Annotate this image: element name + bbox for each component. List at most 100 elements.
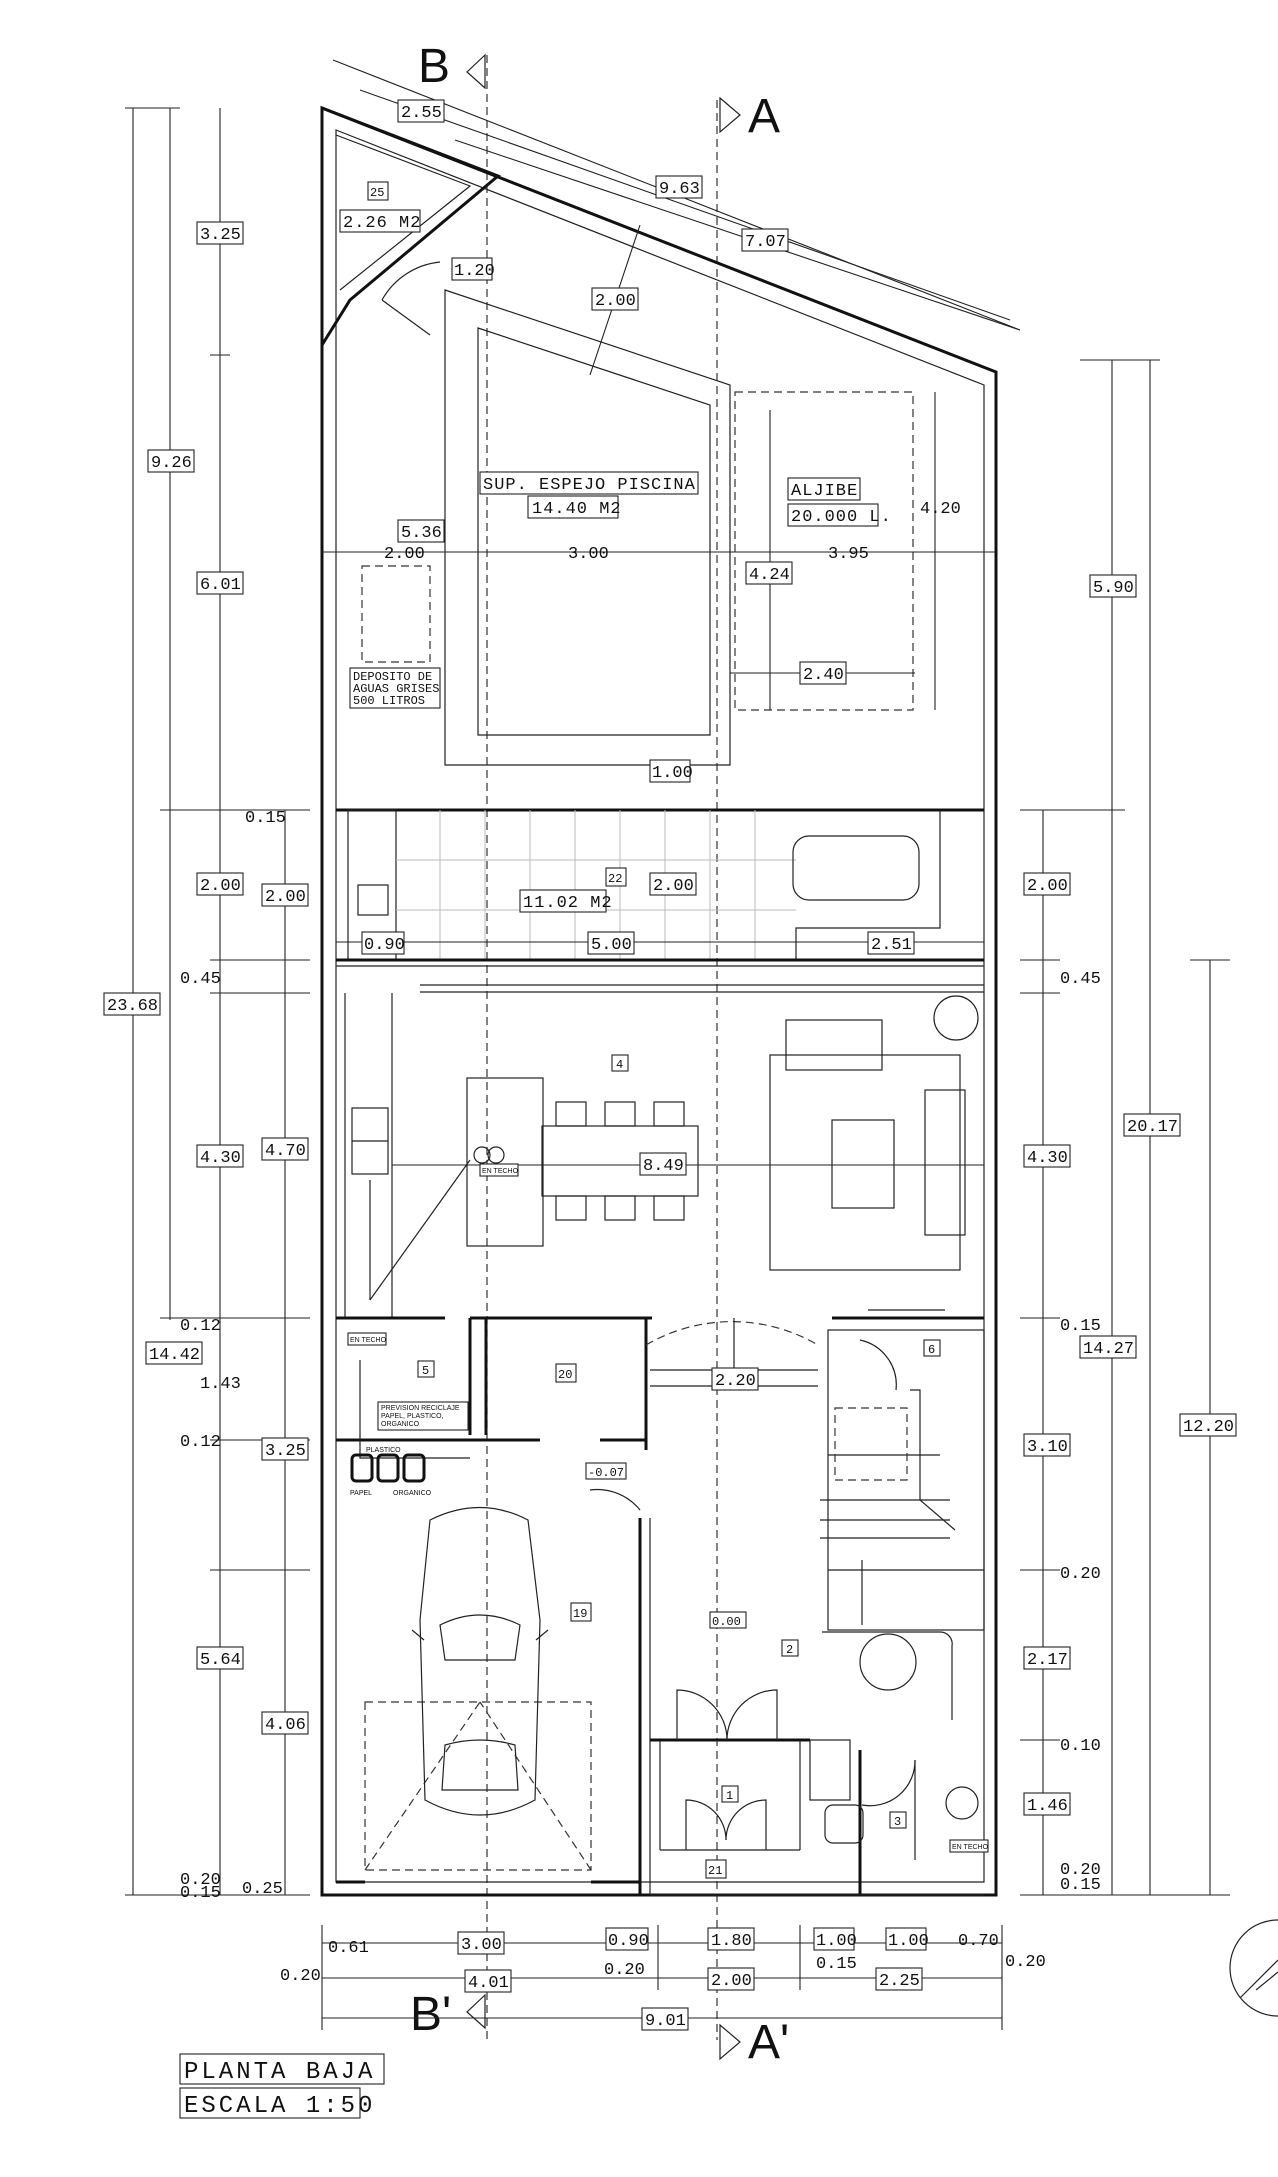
room-22-area: 11.02 M2 [523,894,613,913]
reciclaje-l2: PAPEL, PLASTICO, [381,1413,444,1420]
dim-2-40-box [799,661,847,685]
room-3-num-box [889,1811,907,1829]
room-5-num: 5 [422,1364,429,1378]
room-2-num-box [781,1639,799,1657]
room-21-num: 21 [708,1864,722,1878]
dim-b-0-61: 0.61 [328,1939,369,1958]
room-21-num-box [705,1859,727,1879]
dim-l-4-70-box [261,1137,309,1161]
dim-2-55: 2.55 [401,104,442,123]
room-6-num: 6 [928,1343,935,1357]
room-2-num: 2 [786,1643,793,1657]
title-line1-box [179,2053,385,2085]
dim-9-63: 9.63 [659,180,700,199]
dim-c-2-51-box [867,931,915,955]
room-1-num: 1 [726,1789,733,1803]
room-19-num: 19 [573,1607,587,1621]
dim-l-2-00-a-box [196,872,244,896]
room-19-num-box [570,1602,592,1622]
room-4-num: 4 [616,1058,623,1072]
pool-label-box [479,471,699,495]
dim-c-5-00: 5.00 [591,936,632,955]
en-techo-bath-box [949,1839,989,1853]
dim-r-20-17-box [1123,1113,1181,1137]
dim-r-20-17: 20.17 [1127,1118,1178,1137]
dim-4-24-box [745,561,793,585]
room-25-num-box [367,181,389,201]
dim-r-14-27: 14.27 [1083,1340,1134,1359]
dim-r-2-00: 2.00 [1027,877,1068,896]
dim-c-2-20: 2.20 [715,1372,756,1391]
dim-4-24: 4.24 [749,566,790,585]
dim-l-5-64-box [196,1646,244,1670]
dim-2-00-left: 2.00 [384,545,425,564]
dim-b-3-00-box [457,1931,505,1955]
dim-7-07: 7.07 [745,233,786,252]
room-22-num-box [605,867,627,887]
pool-label: SUP. ESPEJO PISCINA [483,476,696,495]
level-zero-box [709,1611,747,1629]
dim-b-9-01-box [641,2007,689,2031]
aljibe-cap: 20.000 L. [791,508,892,527]
dim-l-5-64: 5.64 [200,1651,241,1670]
dim-b-0-20-a: 0.20 [280,1967,321,1986]
level-zero: 0.00 [712,1615,741,1629]
deposito-label-1: DEPOSITO DE [353,670,432,684]
dim-l-0-15: 0.15 [245,809,286,828]
reciclaje-l1: PREVISION RECICLAJE [381,1405,460,1412]
dim-1-00-pool-box [649,759,691,783]
dim-c-8-49-box [639,1152,687,1176]
dim-3-00-pool: 3.00 [568,545,609,564]
dim-r-0-15-b: 0.15 [1060,1876,1101,1895]
room-3-num: 3 [894,1815,901,1829]
reciclaje-box [377,1401,469,1431]
dim-r-14-27-box [1079,1335,1137,1359]
dim-c-0-90: 0.90 [364,936,405,955]
north-arrow-icon [1229,1919,1278,2017]
room-25-walls [320,106,501,346]
dim-r-0-20: 0.20 [1060,1565,1101,1584]
dim-b-2-00: 2.00 [711,1972,752,1991]
dim-c-5-00-box [587,931,635,955]
dim-b-1-00-a: 1.00 [816,1932,857,1951]
dim-r-2-17-box [1023,1646,1071,1670]
aljibe-outline [730,391,936,711]
room-4-num-box [611,1054,629,1072]
dim-r-2-00-box [1023,872,1071,896]
dim-l-9-26: 9.26 [151,454,192,473]
dim-b-1-80: 1.80 [711,1932,752,1951]
hall-entry [650,1633,984,1896]
dim-c-2-51: 2.51 [871,936,912,955]
dim-c-2-00: 2.00 [653,877,694,896]
dim-l-0-12-a: 0.12 [180,1317,221,1336]
dim-l-3-25: 3.25 [200,226,241,245]
dim-l-0-45: 0.45 [180,970,221,989]
dim-b-0-70: 0.70 [958,1932,999,1951]
pool-area: 14.40 M2 [532,500,622,519]
dim-c-2-20-box [711,1367,759,1391]
dim-1-20: 1.20 [454,262,495,281]
dim-b-1-00-b: 1.00 [888,1932,929,1951]
aljibe-label: ALJIBE [791,482,858,501]
dim-l-1-43: 1.43 [200,1375,241,1394]
dim-r-0-10: 0.10 [1060,1737,1101,1756]
dim-c-0-90-box [361,931,405,955]
room-20-num: 20 [558,1368,572,1382]
en-techo-room5: EN TECHO [350,1337,387,1344]
aljibe-cap-box [787,503,879,527]
dim-b-1-00-a-box [813,1927,855,1951]
room-5-num-box [417,1360,435,1378]
dim-l-0-12-b: 0.12 [180,1433,221,1452]
dim-l-3-25-b-box [261,1437,309,1461]
en-techo-room5-box [347,1332,387,1346]
dim-b-2-00-box [707,1967,755,1991]
dim-r-2-17: 2.17 [1027,1651,1068,1670]
level-neg: -0.07 [588,1466,624,1480]
dim-l-0-20: 0.20 [180,1871,221,1890]
dim-l-3-25-box [196,221,244,245]
dim-l-23-68-box [103,992,161,1016]
dim-1-20-box [451,257,493,281]
dim-r-0-20-b: 0.20 [1060,1861,1101,1880]
deposito-label-3: 500 LITROS [353,694,425,708]
dim-r-3-10: 3.10 [1027,1438,1068,1457]
